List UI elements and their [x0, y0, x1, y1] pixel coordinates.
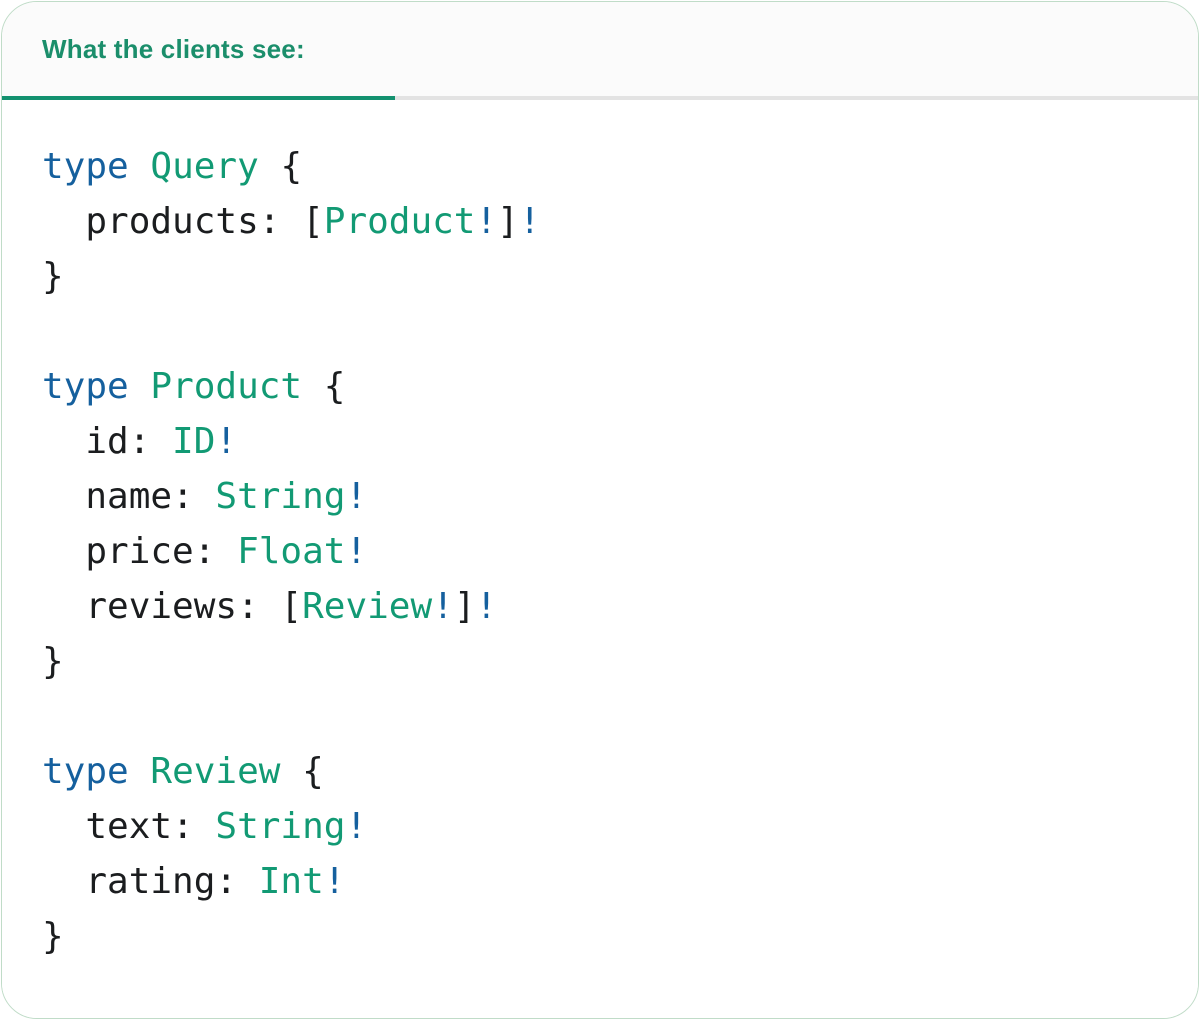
code-line: products: [Product!]! [42, 194, 1168, 249]
code-token-plain: rating: [42, 861, 259, 902]
code-line: } [42, 634, 1168, 689]
code-token-plain: } [42, 641, 64, 682]
code-token-bang: ! [323, 861, 346, 902]
code-token-bang: ! [518, 201, 541, 242]
code-line: text: String! [42, 799, 1168, 854]
code-line: type Review { [42, 744, 1168, 799]
code-token-type: Query [150, 146, 259, 187]
code-token-plain: id: [42, 421, 173, 462]
code-token-type: Product [323, 201, 476, 242]
code-line: name: String! [42, 469, 1168, 524]
code-line-blank [42, 689, 1168, 744]
code-token-bang: ! [475, 201, 498, 242]
code-token-plain: ] [497, 201, 519, 242]
code-token-bang: ! [215, 421, 238, 462]
code-block: type Query { products: [Product!]!}type … [42, 139, 1168, 964]
code-line: rating: Int! [42, 854, 1168, 909]
code-token-bang: ! [345, 806, 368, 847]
code-line: id: ID! [42, 414, 1168, 469]
code-line: type Product { [42, 359, 1168, 414]
code-line: price: Float! [42, 524, 1168, 579]
code-token-plain: price: [42, 531, 238, 572]
code-token-type: Review [150, 751, 281, 792]
code-token-plain: products: [ [42, 201, 324, 242]
code-token-plain: } [42, 256, 64, 297]
code-token-bang: ! [475, 586, 498, 627]
code-line: reviews: [Review!]! [42, 579, 1168, 634]
code-line: type Query { [42, 139, 1168, 194]
code-token-type: Review [302, 586, 433, 627]
code-area: type Query { products: [Product!]!}type … [2, 100, 1198, 1018]
code-token-plain: { [258, 146, 303, 187]
code-token-plain: { [302, 366, 346, 407]
code-token-plain: { [280, 751, 324, 792]
code-token-type: Product [150, 366, 303, 407]
code-token-type: Int [258, 861, 324, 902]
code-token-plain [129, 366, 151, 407]
code-token-bang: ! [432, 586, 454, 627]
tab-what-clients-see[interactable]: What the clients see: [2, 2, 395, 100]
panel-header: What the clients see: [2, 2, 1198, 100]
code-token-keyword: type [42, 366, 129, 407]
code-line-blank [42, 304, 1168, 359]
code-token-plain: reviews: [ [42, 586, 303, 627]
code-token-bang: ! [345, 476, 368, 517]
code-token-plain: } [42, 916, 64, 957]
code-line: } [42, 909, 1168, 964]
code-token-keyword: type [42, 751, 129, 792]
code-token-plain [129, 146, 151, 187]
code-token-keyword: type [42, 146, 129, 187]
code-token-type: String [215, 476, 346, 517]
code-token-plain: text: [42, 806, 216, 847]
code-token-type: ID [172, 421, 216, 462]
code-token-plain [129, 751, 151, 792]
tab-label: What the clients see: [42, 33, 305, 64]
code-token-type: String [215, 806, 346, 847]
code-token-plain: ] [453, 586, 476, 627]
code-line: } [42, 249, 1168, 304]
code-token-type: Float [237, 531, 346, 572]
code-token-plain: name: [42, 476, 216, 517]
code-token-bang: ! [345, 531, 368, 572]
